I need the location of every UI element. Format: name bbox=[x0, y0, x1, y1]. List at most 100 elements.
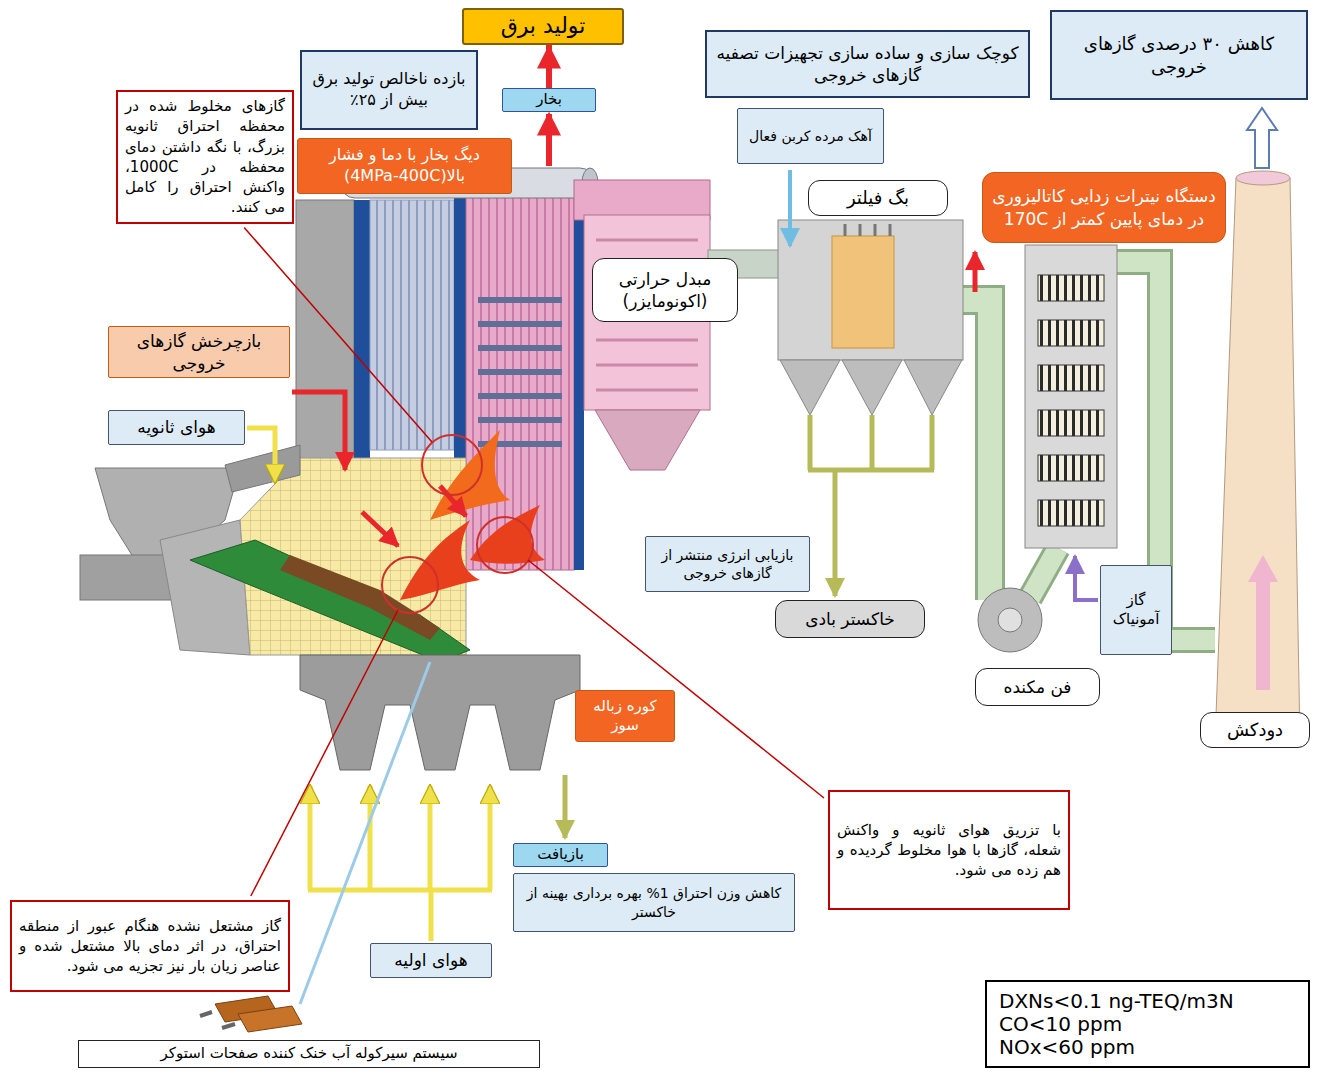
furnace-tag: کوره زباله سوز bbox=[575, 690, 675, 742]
equipment-label: مبدل حرارتی (اکونومایزر) bbox=[592, 258, 738, 322]
flow-arrow bbox=[833, 470, 838, 596]
flow-arrow bbox=[247, 114, 1098, 941]
process-tag: بازچرخش گازهای خروجی bbox=[108, 326, 290, 378]
leader-line bbox=[251, 610, 398, 896]
node-text: کاهش ۳۰ درصدی گازهای خروجی bbox=[1058, 32, 1300, 79]
flue-duct bbox=[1030, 548, 1058, 598]
boiler-body bbox=[478, 300, 562, 444]
flow-arrow bbox=[546, 114, 552, 166]
leader-line bbox=[528, 560, 824, 798]
scr-tag: دستگاه نیترات زدایی کاتالیزوری در دمای پ… bbox=[982, 172, 1226, 243]
flow-arrow bbox=[308, 890, 492, 941]
node-text: کوره زباله سوز bbox=[582, 697, 668, 736]
emission-box: DXNs<0.1 ng-TEQ/m3NCO<10 ppmNOx<60 ppm bbox=[985, 980, 1310, 1068]
stack bbox=[1236, 171, 1290, 185]
callout-note: گازهای مخلوط شده در محفظه احتراق ثانویه … bbox=[116, 90, 294, 224]
economizer bbox=[574, 180, 710, 220]
node-text: سیستم سیرکوله آب خنک کننده صفحات استوکر bbox=[85, 1044, 533, 1064]
scr-reactor bbox=[1038, 275, 1104, 301]
bag-filter bbox=[845, 224, 890, 236]
scr-reactor bbox=[1025, 245, 1117, 548]
scr-reactor bbox=[1038, 365, 1104, 391]
reagent-tag: آهک مرده کربن فعال bbox=[737, 108, 884, 164]
stack bbox=[1215, 178, 1300, 742]
ash-hopper bbox=[300, 655, 580, 770]
bag-filter bbox=[842, 360, 902, 415]
node-text: کوچک سازی و ساده سازی تجهیزات تصفیه گازه… bbox=[713, 42, 1022, 86]
benefit-note: بازده ناخالص تولید برق بیش از ۲۵٪ bbox=[300, 50, 478, 130]
flow-arrow bbox=[292, 392, 345, 470]
stack bbox=[1248, 555, 1278, 582]
node-text: گاز آمونیاک bbox=[1107, 591, 1165, 630]
stack bbox=[1215, 108, 1300, 742]
node-text: NOx<60 ppm bbox=[999, 1036, 1296, 1059]
furnace bbox=[440, 486, 466, 516]
scr-reactor bbox=[1038, 410, 1104, 436]
induced-draft-fan bbox=[998, 608, 1022, 632]
equipment-label: بگ فیلتر bbox=[808, 180, 948, 216]
node-text: بگ فیلتر bbox=[815, 186, 941, 209]
flow-arrow bbox=[788, 170, 792, 246]
node-text: بازچرخش گازهای خروجی bbox=[115, 330, 283, 374]
flow-arrow bbox=[563, 775, 568, 838]
node-text: بازیافت bbox=[520, 845, 601, 865]
steam-tag: بخار bbox=[502, 88, 596, 112]
bag-filter bbox=[832, 236, 894, 348]
boiler-body bbox=[370, 200, 454, 450]
node-text: مبدل حرارتی (اکونومایزر) bbox=[599, 268, 731, 312]
output-box: تولید برق bbox=[462, 8, 624, 45]
zone-circle bbox=[422, 435, 482, 495]
economizer bbox=[574, 180, 710, 470]
callout-note: با تزریق هوای ثانویه و واکنش شعله، گازها… bbox=[828, 790, 1070, 910]
zone-circle bbox=[382, 557, 438, 613]
flue-duct bbox=[963, 300, 990, 600]
node-text: دستگاه نیترات زدایی کاتالیزوری در دمای پ… bbox=[989, 185, 1219, 229]
caption-box: سیستم سیرکوله آب خنک کننده صفحات استوکر bbox=[78, 1040, 540, 1068]
flow-arrow bbox=[488, 786, 493, 890]
scr-reactor bbox=[1038, 455, 1104, 481]
equipment-label: فن مکنده bbox=[975, 668, 1100, 706]
benefit-note: کوچک سازی و ساده سازی تجهیزات تصفیه گازه… bbox=[705, 30, 1030, 98]
stoker-plate-icon bbox=[238, 1006, 302, 1032]
bag-filter bbox=[780, 360, 840, 415]
bag-filter bbox=[778, 220, 963, 415]
furnace bbox=[160, 520, 250, 655]
flow-arrow bbox=[973, 252, 978, 292]
air-tag: هوای اولیه bbox=[370, 943, 492, 978]
leader-line bbox=[244, 228, 824, 897]
callout-note: گاز مشتعل نشده هنگام عبور از منطقه احترا… bbox=[10, 900, 290, 992]
stoker-plate-icon bbox=[200, 1012, 235, 1028]
furnace bbox=[400, 520, 480, 600]
induced-draft-fan bbox=[978, 588, 1042, 652]
furnace bbox=[430, 430, 510, 520]
flow-arrow bbox=[808, 415, 934, 470]
node-text: دیگ بخار با دما و فشار بالا(4MPa-400C) bbox=[304, 145, 505, 187]
furnace bbox=[225, 445, 300, 492]
node-text: گاز مشتعل نشده هنگام عبور از منطقه احترا… bbox=[19, 916, 281, 977]
bag-filter bbox=[904, 360, 962, 415]
node-text: CO<10 ppm bbox=[999, 1013, 1296, 1036]
induced-draft-fan bbox=[978, 588, 1042, 652]
benefit-note: بازیابی انرژی منتشر از گازهای خروجی bbox=[645, 536, 810, 592]
benefit-note: کاهش ۳۰ درصدی گازهای خروجی bbox=[1050, 10, 1308, 100]
furnace bbox=[470, 505, 545, 564]
flow-arrow bbox=[368, 786, 373, 890]
node-text: فن مکنده bbox=[982, 676, 1093, 698]
scr-reactor bbox=[1038, 500, 1104, 526]
boiler-body bbox=[574, 180, 584, 570]
node-text: گازهای مخلوط شده در محفظه احتراق ثانویه … bbox=[125, 96, 285, 218]
stack bbox=[1256, 580, 1270, 690]
scr-reactor bbox=[1038, 320, 1104, 346]
flow-arrow bbox=[308, 786, 313, 890]
flue-duct bbox=[1030, 548, 1058, 598]
output-box: خاکستر بادی bbox=[775, 600, 925, 638]
node-text: کاهش وزن احتراق 1% بهره برداری بهینه از … bbox=[520, 884, 788, 920]
zone-circle bbox=[477, 517, 533, 573]
scr-reactor bbox=[1025, 245, 1117, 548]
zone-circle bbox=[382, 435, 533, 613]
node-text: تولید برق bbox=[470, 12, 616, 41]
boiler-tag: دیگ بخار با دما و فشار بالا(4MPa-400C) bbox=[297, 138, 512, 194]
node-text: بازده ناخالص تولید برق بیش از ۲۵٪ bbox=[308, 69, 470, 111]
flow-arrow bbox=[1075, 556, 1098, 600]
